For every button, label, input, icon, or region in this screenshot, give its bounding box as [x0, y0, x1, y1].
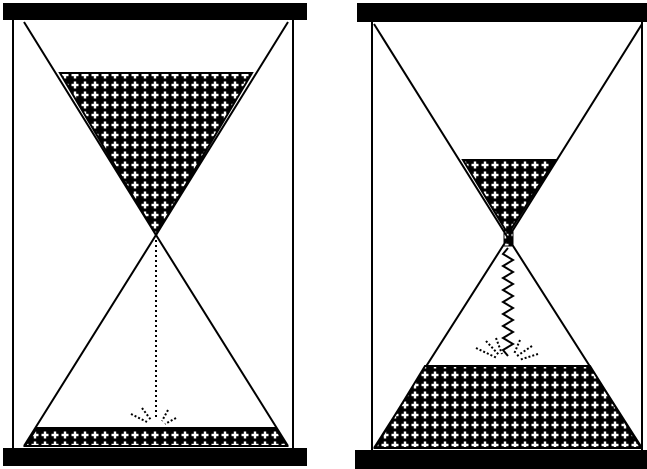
hourglass-left — [3, 3, 307, 466]
hourglass-right — [355, 3, 647, 469]
upper-sand — [60, 73, 252, 235]
upper-sand — [463, 160, 555, 234]
lower-sand — [375, 366, 641, 448]
lower-sand — [25, 428, 287, 446]
top-cap — [3, 3, 307, 20]
top-cap — [357, 3, 647, 22]
bottom-cap — [3, 448, 307, 466]
sand-splash — [131, 408, 176, 424]
sand-stream — [503, 248, 513, 356]
bottom-cap — [355, 450, 647, 469]
